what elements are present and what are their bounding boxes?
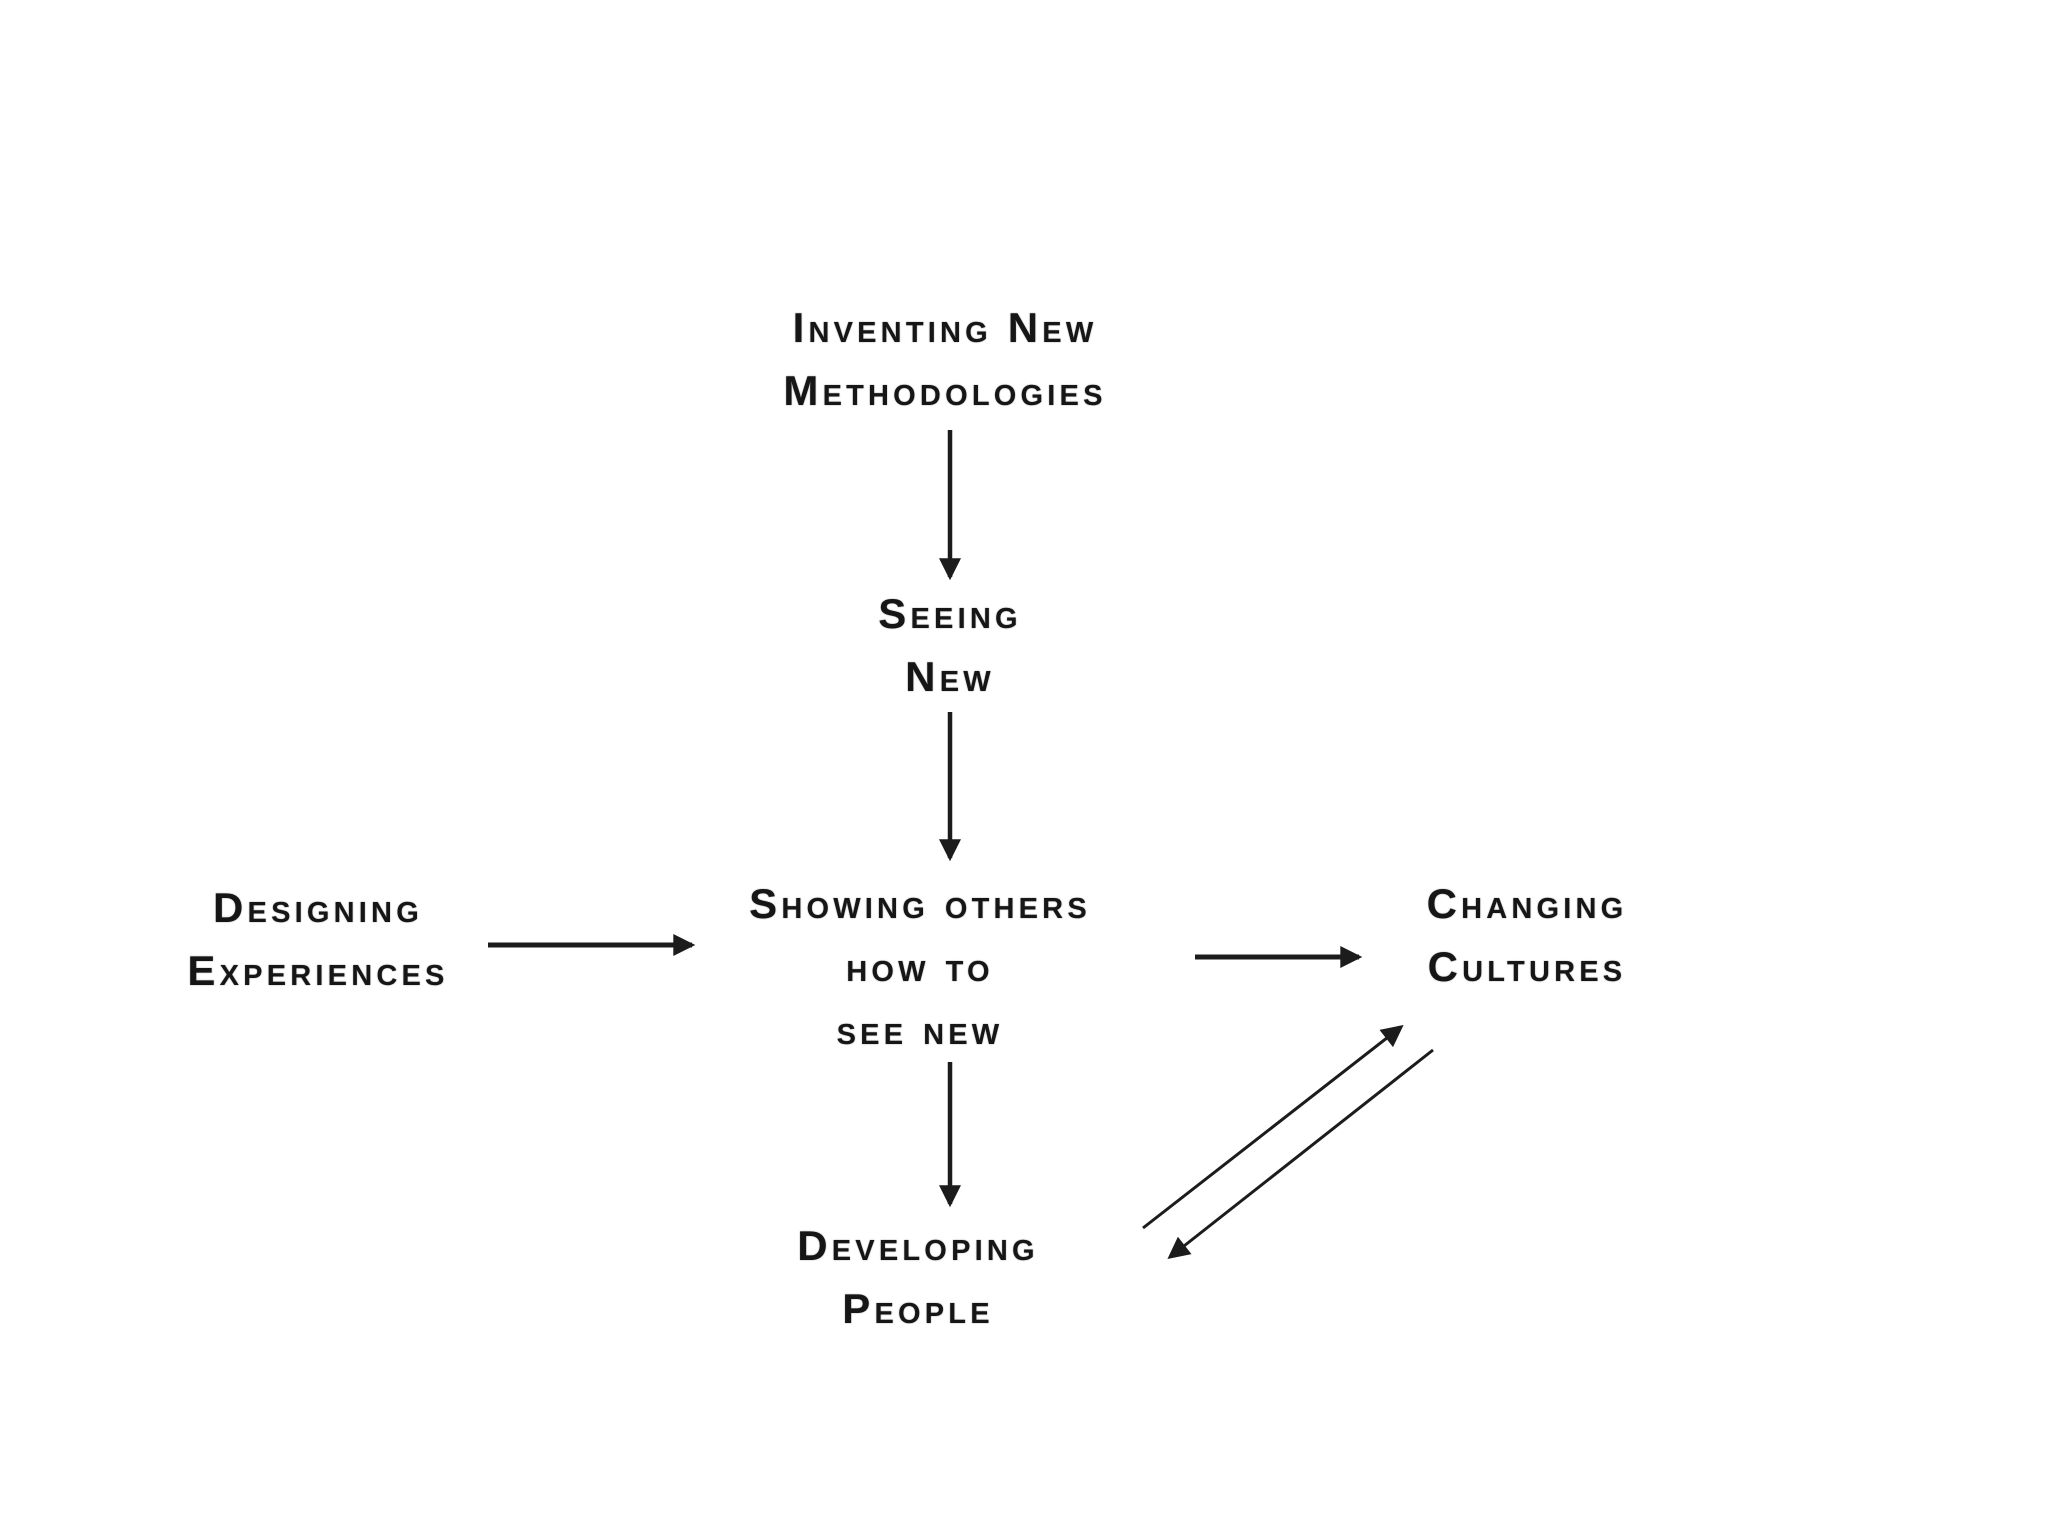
node-showing-others-how-to-see-new: Showing others how to see new: [749, 872, 1091, 1061]
node-changing-cultures: Changing Cultures: [1427, 872, 1628, 998]
node-label-line: Changing: [1426, 880, 1628, 927]
node-label-line: Experiences: [187, 947, 449, 994]
arrow-developing-to-changing: [1142, 1024, 1404, 1230]
node-label-line: People: [842, 1285, 994, 1332]
node-designing-experiences: Designing Experiences: [187, 876, 448, 1002]
node-developing-people: Developing People: [797, 1214, 1039, 1340]
arrow-changing-to-developing: [1167, 1048, 1434, 1260]
node-seeing-new: Seeing New: [878, 582, 1021, 708]
node-label-line: Designing: [213, 884, 423, 931]
node-label-line: Methodologies: [783, 367, 1107, 414]
node-label-line: New: [905, 653, 995, 700]
node-label-line: Inventing New: [792, 304, 1098, 351]
node-label-line: Cultures: [1427, 943, 1627, 990]
node-label-line: Seeing: [878, 590, 1022, 637]
node-label-line: Showing others: [749, 880, 1091, 927]
node-label-line: how to: [846, 943, 994, 990]
node-label-line: see new: [836, 1006, 1004, 1053]
node-label-line: Developing: [797, 1222, 1039, 1269]
node-inventing-new-methodologies: Inventing New Methodologies: [783, 296, 1106, 422]
